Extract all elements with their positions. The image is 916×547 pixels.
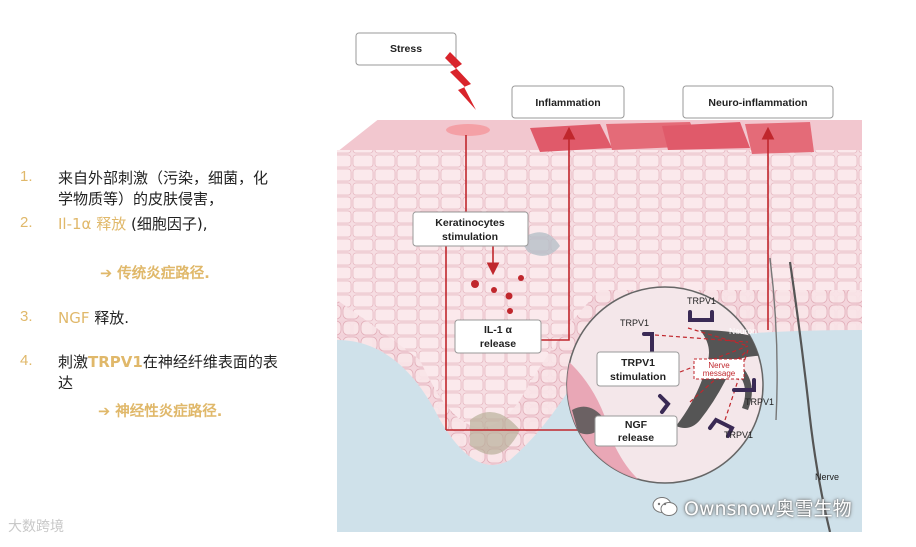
- svg-text:stimulation: stimulation: [610, 371, 666, 383]
- list-number: 2.: [20, 214, 33, 231]
- neuro-inflammation-arrow: ➔ 神经性炎症路径.: [98, 404, 223, 420]
- svg-text:TRPV1: TRPV1: [745, 397, 774, 407]
- list-item-text: 刺激: [58, 353, 89, 371]
- inflammation-box: Inflammation: [511, 85, 625, 119]
- impact-spot: [446, 124, 490, 136]
- svg-text:IL-1 α: IL-1 α: [484, 324, 513, 336]
- list-item-text: 在神经纤维表面的表: [142, 353, 278, 371]
- list-item-text: 达: [58, 374, 74, 392]
- svg-text:release: release: [480, 338, 516, 350]
- svg-text:TRPV1: TRPV1: [724, 430, 753, 440]
- nerve-fiber: [788, 261, 832, 532]
- il1-particles: [471, 275, 524, 314]
- dermal-patch: [470, 412, 520, 455]
- list-item-text: 来自外部刺激（污染，细菌，化: [58, 169, 269, 187]
- classic-inflammation-arrow: ➔ 传统炎症路径.: [100, 266, 210, 282]
- svg-text:release: release: [618, 432, 654, 444]
- list-number: 1.: [20, 168, 33, 185]
- nerve-fiber-branch: [769, 257, 778, 421]
- svg-text:TRPV1: TRPV1: [621, 357, 655, 369]
- svg-text:message: message: [703, 369, 736, 378]
- nerve-message-box: Nerve message: [693, 358, 745, 380]
- langerhans-cell: [520, 232, 560, 256]
- trpv1-stimulation-box: TRPV1 stimulation: [596, 351, 680, 387]
- svg-text:Neuron: Neuron: [729, 326, 757, 336]
- inflamed-patch: [530, 124, 612, 152]
- watermark-text: Ownsnow奥雪生物: [684, 497, 852, 520]
- watermark-right: Ownsnow奥雪生物: [652, 492, 902, 522]
- stress-box: Stress: [355, 32, 457, 66]
- lightning-icon: [445, 52, 476, 110]
- svg-text:Inflammation: Inflammation: [535, 97, 600, 109]
- highlight-text: NGF: [58, 309, 90, 327]
- neuro-inflammation-box: Neuro-inflammation: [682, 85, 834, 119]
- svg-text:TRPV1: TRPV1: [687, 296, 716, 306]
- inflamed-patch: [662, 122, 750, 150]
- svg-text:Stress: Stress: [390, 43, 422, 55]
- inflamed-patch: [745, 122, 814, 154]
- nerve-label: Nerve: [815, 472, 839, 482]
- svg-text:Keratinocytes: Keratinocytes: [435, 217, 505, 229]
- list-item-text: (细胞因子),: [126, 215, 208, 233]
- svg-text:TRPV1: TRPV1: [620, 318, 649, 328]
- svg-text:stimulation: stimulation: [442, 231, 498, 243]
- watermark-left: 大数跨境: [8, 519, 64, 535]
- svg-text:Neuro-inflammation: Neuro-inflammation: [708, 97, 807, 109]
- list-item-text: 学物质等）的皮肤侵害，: [58, 190, 224, 208]
- keratinocytes-box: Keratinocytes stimulation: [412, 211, 529, 247]
- list-number: 4.: [20, 352, 33, 369]
- svg-text:NGF: NGF: [625, 419, 648, 431]
- svg-text:Nerve: Nerve: [708, 361, 730, 370]
- highlight-text: Il-1α 释放: [58, 215, 127, 233]
- list-number: 3.: [20, 308, 33, 325]
- list-item-text: 释放.: [89, 309, 130, 327]
- highlight-text: TRPV1: [88, 353, 143, 371]
- ngf-release-box: NGF release: [594, 415, 678, 447]
- il1-release-box: IL-1 α release: [454, 319, 542, 354]
- wechat-icon: [652, 497, 678, 516]
